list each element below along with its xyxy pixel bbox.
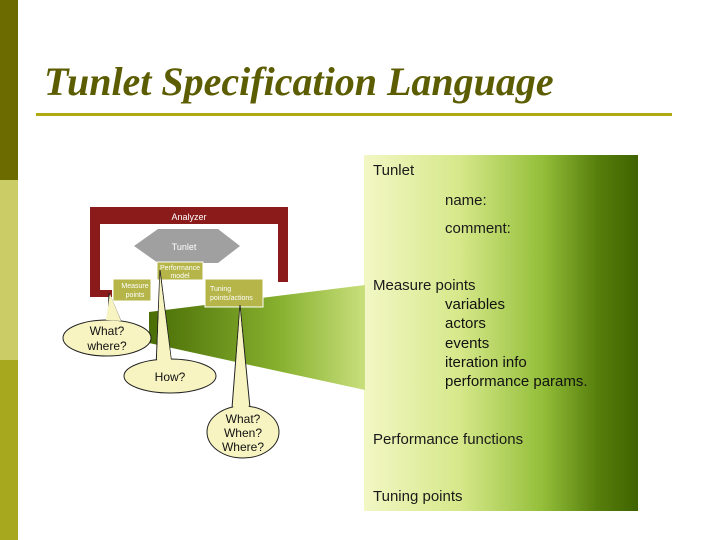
slide-sidebar: [0, 0, 18, 540]
panel-performance-functions: Performance functions: [373, 431, 524, 448]
callout-3-line1: What?: [226, 412, 261, 426]
sidebar-band-bottom: [0, 360, 18, 540]
callout-how-label: How?: [155, 370, 186, 384]
tuning-points-box: [204, 278, 264, 308]
callout-what-where: [62, 292, 152, 357]
performance-model-label-2: model: [170, 273, 190, 280]
sidebar-band-middle: [0, 180, 18, 360]
panel-name-label: name:: [445, 192, 487, 209]
tunlet-label: Tunlet: [172, 242, 197, 252]
measure-item: events: [445, 334, 490, 352]
callout-what-when-where: [206, 304, 280, 459]
panel-measure-points: Measure points: [373, 277, 476, 294]
measure-points-box-label-1: Measure: [121, 283, 148, 290]
analyzer-label: Analyzer: [171, 212, 206, 222]
measure-item: performance params.: [445, 373, 588, 391]
callout-3-line2: When?: [224, 426, 262, 440]
panel-heading: Tunlet: [373, 162, 415, 179]
panel-tuning-points: Tuning points: [373, 488, 463, 505]
tunlet-spec-panel: [364, 155, 638, 511]
tuning-points-box-label-1: Tuning: [210, 286, 231, 293]
title-underline: [36, 113, 672, 116]
callout-what-where-line2: where?: [86, 339, 127, 353]
measure-items-list: variables actors events iteration info p…: [445, 295, 588, 391]
measure-points-box-label-2: points: [126, 292, 145, 299]
performance-model-box: [156, 261, 204, 281]
analyzer-frame: [90, 207, 288, 297]
tuning-points-box-label-2: points/actions: [210, 295, 253, 302]
measure-item: iteration info: [445, 353, 527, 371]
panel-comment-label: comment:: [445, 220, 511, 237]
callout-what-where-line1: What?: [90, 324, 125, 338]
sidebar-band-top: [0, 0, 18, 180]
tunlet-hexagon: [134, 229, 240, 263]
measure-points-box: [112, 278, 152, 302]
measure-item: variables: [445, 296, 506, 313]
performance-model-label-1: Performance: [160, 265, 200, 272]
measure-item: actors: [445, 315, 486, 333]
slide-title: Tunlet Specification Language: [44, 59, 554, 104]
callout-3-line3: Where?: [222, 440, 264, 454]
connector-beam: [149, 285, 365, 390]
callout-how: [123, 269, 217, 394]
